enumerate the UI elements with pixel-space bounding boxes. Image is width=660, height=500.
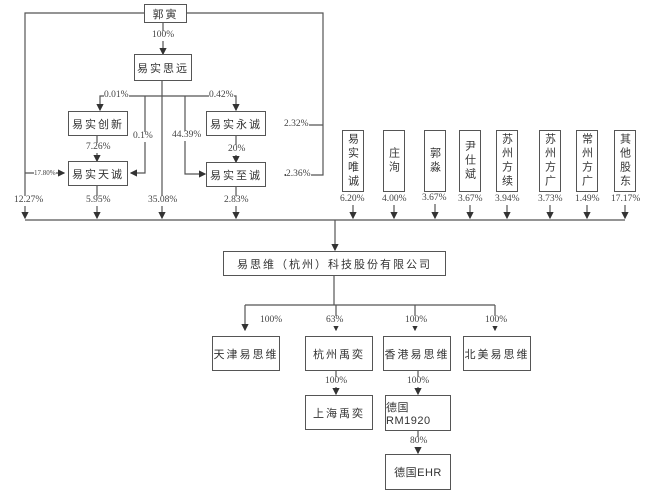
node-suzhoufangxu: 苏州方续 — [496, 130, 518, 192]
node-yishitiancheng: 易实天诚 — [68, 161, 128, 186]
pct-company-to-tianjin: 100% — [260, 315, 283, 326]
pct-guoyin-to-tiancheng: 17.80% — [34, 169, 56, 177]
pct-yongcheng-to-zhicheng: 20% — [228, 144, 246, 155]
node-yinshicheng: 尹仕斌 — [459, 130, 481, 192]
node-company: 易思维（杭州）科技股份有限公司 — [223, 251, 446, 276]
node-guoyin: 郭寅 — [144, 4, 187, 23]
node-yishiweicheng: 易实唯诚 — [342, 130, 364, 192]
node-yishichuangxin: 易实创新 — [68, 111, 128, 136]
pct-yinshicheng-to-company: 3.67% — [458, 194, 483, 205]
pct-rm1920-to-ehr: 80% — [410, 436, 428, 447]
node-tianjin: 天津易思维 — [212, 336, 280, 371]
edge-siyuan-to-zhicheng — [184, 96, 207, 178]
pct-siyuan-to-company: 35.08% — [148, 195, 178, 206]
pct-guoyin-to-siyuan: 100% — [152, 30, 175, 41]
pct-changzhoufangguang-to-company: 1.49% — [575, 194, 600, 205]
pct-suzhoufangxu-to-company: 3.94% — [495, 194, 520, 205]
pct-tiancheng-to-company: 5.95% — [86, 195, 111, 206]
pct-siyuan-to-yongcheng: 0.42% — [209, 90, 234, 101]
pct-suzhoufangguang-to-company: 3.73% — [538, 194, 563, 205]
pct-zhicheng-to-company: 2.83% — [224, 195, 249, 206]
pct-chuangxin-to-tiancheng: 7.26% — [86, 142, 111, 153]
pct-zhuangju-to-company: 4.00% — [382, 194, 407, 205]
pct-hongkong-to-rm1920: 100% — [407, 376, 430, 387]
node-other-shareholders: 其他股东 — [614, 130, 636, 192]
pct-guoyin-to-zhicheng: 2.36% — [286, 169, 311, 180]
pct-guoyin-to-company: 12.27% — [14, 195, 44, 206]
edge-siyuan-to-chuangxin — [96, 95, 162, 112]
pct-company-to-hangzhou-yuyi: 63% — [326, 315, 344, 326]
node-hangzhou-yuyi: 杭州禹奕 — [305, 336, 373, 371]
node-guomiao: 郭淼 — [424, 130, 446, 192]
node-zhuangju: 庄洵 — [383, 130, 405, 192]
pct-siyuan-to-chuangxin: 0.01% — [104, 90, 129, 101]
node-yishiyongcheng: 易实永诚 — [206, 111, 266, 136]
node-shanghai-yuyi: 上海禹奕 — [305, 395, 373, 430]
pct-guoyin-to-yongcheng: 2.32% — [284, 119, 309, 130]
edge-guoyin-to-company — [21, 12, 144, 220]
pct-weicheng-to-company: 6.20% — [340, 194, 365, 205]
edge-siyuan-to-yongcheng — [162, 95, 240, 112]
node-suzhoufangguang: 苏州方广 — [539, 130, 561, 192]
node-changzhoufangguang: 常州方广 — [576, 130, 598, 192]
node-germany-rm1920: 德国RM1920 — [385, 395, 451, 431]
node-yishizhicheng: 易实至诚 — [206, 162, 266, 187]
node-germany-ehr: 德国EHR — [385, 454, 451, 490]
pct-other-to-company: 17.17% — [611, 194, 641, 205]
node-yishisiyuan: 易实思远 — [134, 54, 192, 81]
pct-company-to-northamerica: 100% — [485, 315, 508, 326]
node-hongkong: 香港易思维 — [383, 336, 451, 371]
edge-siyuan-to-tiancheng — [129, 96, 146, 177]
node-northamerica: 北美易思维 — [463, 336, 531, 371]
edge-guoyin-to-zhicheng — [187, 12, 324, 179]
pct-siyuan-to-tiancheng: 0.1% — [133, 131, 153, 142]
pct-hangzhou-to-shanghai: 100% — [325, 376, 348, 387]
pct-guomiao-to-company: 3.67% — [422, 193, 447, 204]
pct-siyuan-to-zhicheng: 44.39% — [172, 130, 202, 141]
pct-company-to-hongkong: 100% — [405, 315, 428, 326]
